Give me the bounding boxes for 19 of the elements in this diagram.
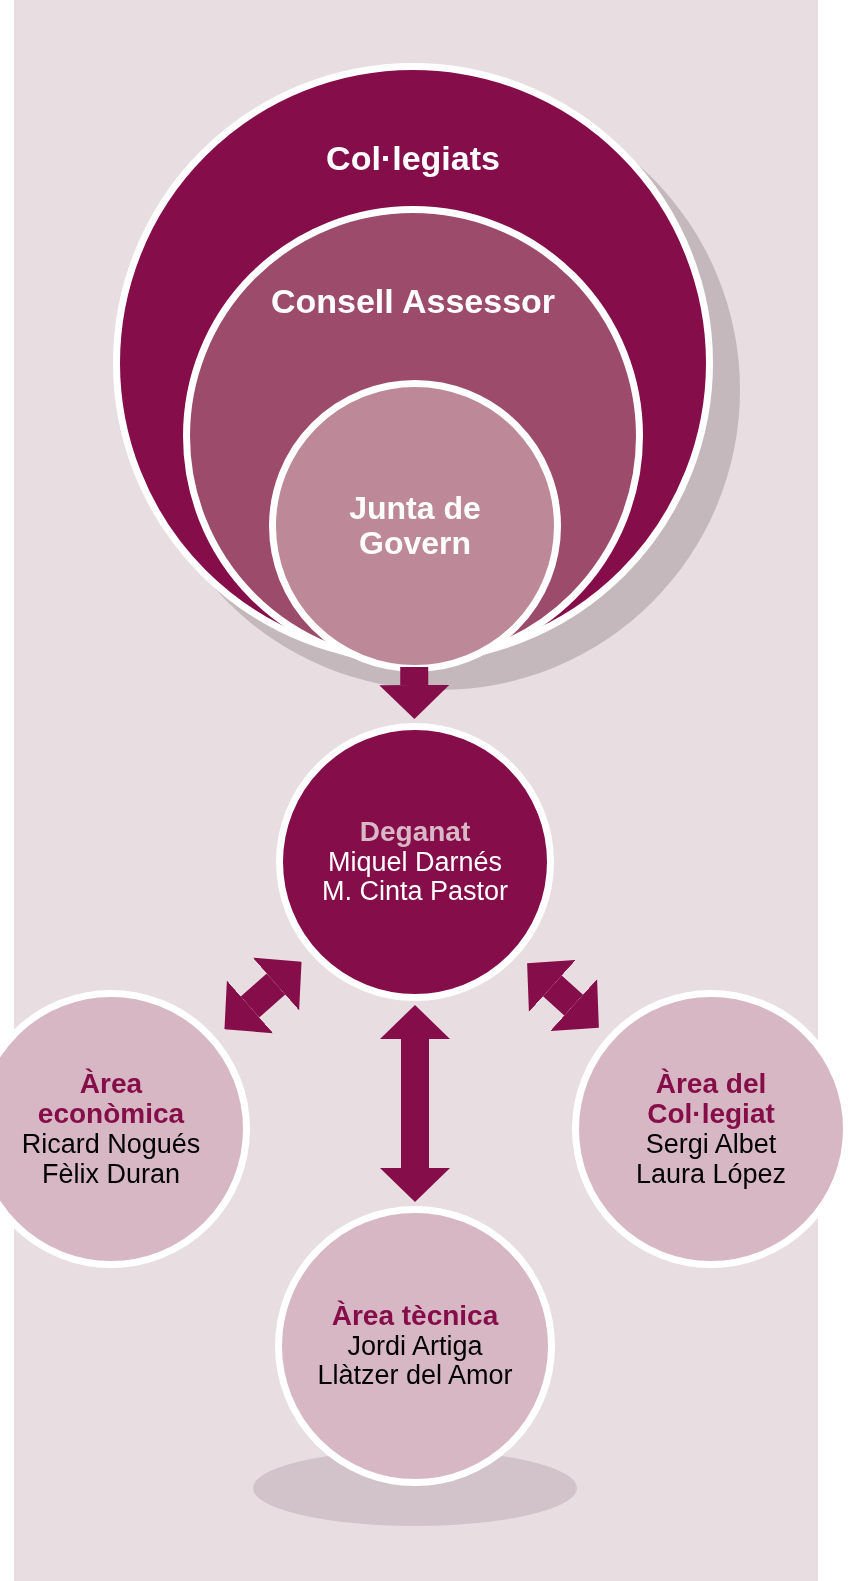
circle-heading: Col·legiats bbox=[325, 140, 501, 178]
double-arrow bbox=[380, 1005, 450, 1202]
circle-heading: Junta de Govern bbox=[348, 490, 482, 562]
circle-heading: Àrea tècnica bbox=[330, 1300, 500, 1332]
person-name: M. Cinta Pastor bbox=[321, 877, 509, 908]
circle-heading: Àrea econòmica bbox=[36, 1068, 186, 1131]
person-name: Miquel Darnés bbox=[327, 847, 503, 878]
person-name: Laura López bbox=[635, 1159, 787, 1190]
person-name: Fèlix Duran bbox=[41, 1159, 180, 1190]
person-name: Jordi Artiga bbox=[347, 1331, 483, 1362]
person-name: Sergi Albet bbox=[645, 1130, 777, 1160]
double-arrow bbox=[527, 959, 599, 1032]
person-name: Ricard Nogués bbox=[21, 1130, 201, 1160]
double-arrow bbox=[224, 957, 302, 1034]
circle-heading: Àrea del Col·legiat bbox=[646, 1068, 776, 1131]
double-arrow bbox=[379, 666, 450, 719]
circle-heading: Deganat bbox=[358, 816, 472, 848]
person-name: Llàtzer del Amor bbox=[317, 1361, 513, 1392]
circle-heading: Consell Assessor bbox=[269, 283, 557, 321]
